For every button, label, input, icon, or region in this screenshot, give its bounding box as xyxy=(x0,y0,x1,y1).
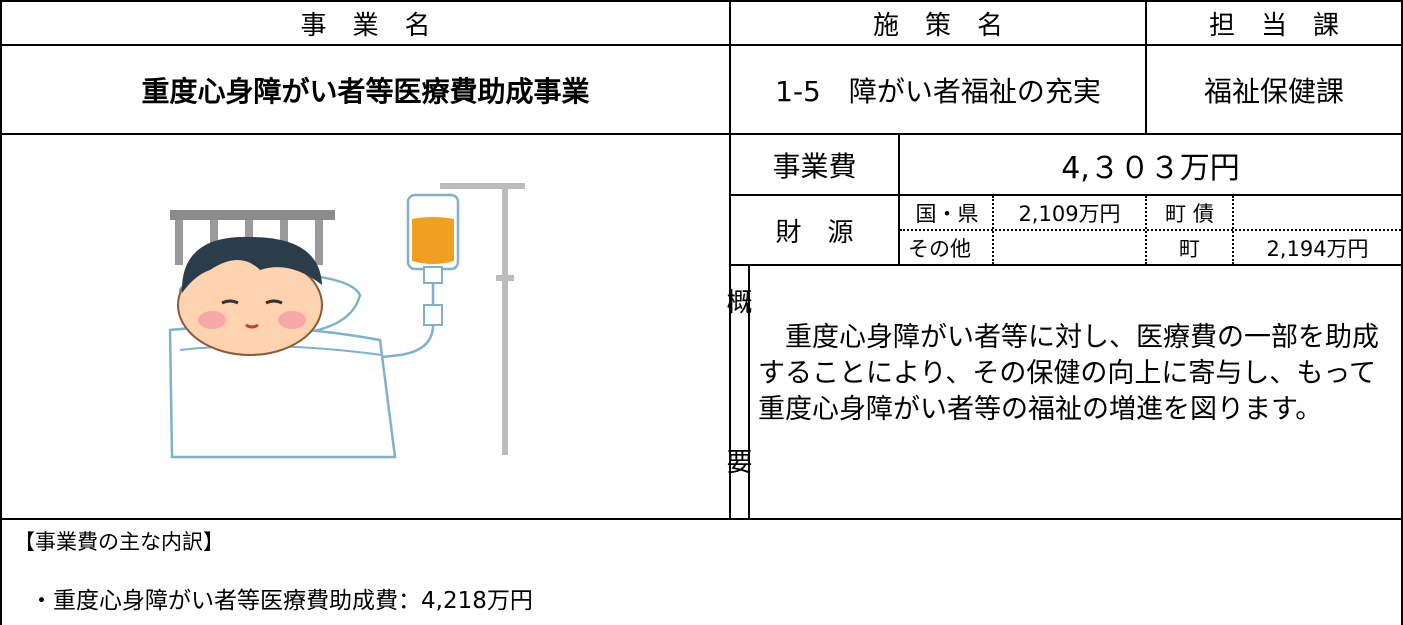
funding-col-divider-1 xyxy=(992,196,994,264)
divider-funding xyxy=(729,264,1403,266)
funding-col-divider-3 xyxy=(1232,196,1234,264)
border-top xyxy=(0,0,1403,2)
funding-label: 財 源 xyxy=(775,217,854,248)
funding-col-divider-2 xyxy=(1145,196,1147,264)
summary-label-bottom: 要 xyxy=(726,447,753,478)
divider-header xyxy=(0,44,1403,46)
divider-cost-label xyxy=(898,133,900,266)
funding-other-value xyxy=(994,231,1145,264)
funding-town-bond-label: 町 債 xyxy=(1165,201,1214,226)
project-name: 重度心身障がい者等医療費助成事業 xyxy=(141,74,590,108)
funding-national-pref-value: 2,109万円 xyxy=(1018,201,1121,226)
funding-national-pref-label: 国・県 xyxy=(915,201,979,226)
summary-text: 重度心身障がい者等に対し、医療費の一部を助成することにより、その保健の向上に寄与… xyxy=(758,322,1379,425)
policy-name: 1-5 障がい者福祉の充実 xyxy=(775,74,1101,108)
cost-label: 事業費 xyxy=(772,149,857,183)
cost-value: 4,３０３万円 xyxy=(1061,150,1240,186)
department-name: 福祉保健課 xyxy=(1203,74,1344,108)
divider-breakdown xyxy=(0,518,1403,520)
border-left xyxy=(0,0,2,625)
breakdown-title: 【事業費の主な内訳】 xyxy=(14,530,224,554)
funding-town-label: 町 xyxy=(1179,236,1200,261)
divider-col2 xyxy=(1145,0,1147,135)
breakdown-item: ・重度心身障がい者等医療費助成費：4,218万円 xyxy=(30,588,533,614)
header-department: 担 当 課 xyxy=(1208,10,1339,41)
divider-col1 xyxy=(729,0,731,520)
funding-other-label: その他 xyxy=(908,236,971,261)
hospital-patient-iv-drip-icon xyxy=(150,175,550,465)
funding-row-divider xyxy=(900,229,1401,231)
header-policy-name: 施 策 名 xyxy=(872,10,1003,41)
border-right xyxy=(1401,0,1403,625)
divider-summary-label xyxy=(748,264,750,520)
divider-title xyxy=(0,133,1403,135)
summary-label-top: 概 xyxy=(726,287,753,318)
header-project-name: 事 業 名 xyxy=(300,10,431,41)
funding-town-bond-value xyxy=(1234,196,1401,229)
divider-cost xyxy=(729,194,1403,196)
funding-town-value: 2,194万円 xyxy=(1266,236,1369,261)
